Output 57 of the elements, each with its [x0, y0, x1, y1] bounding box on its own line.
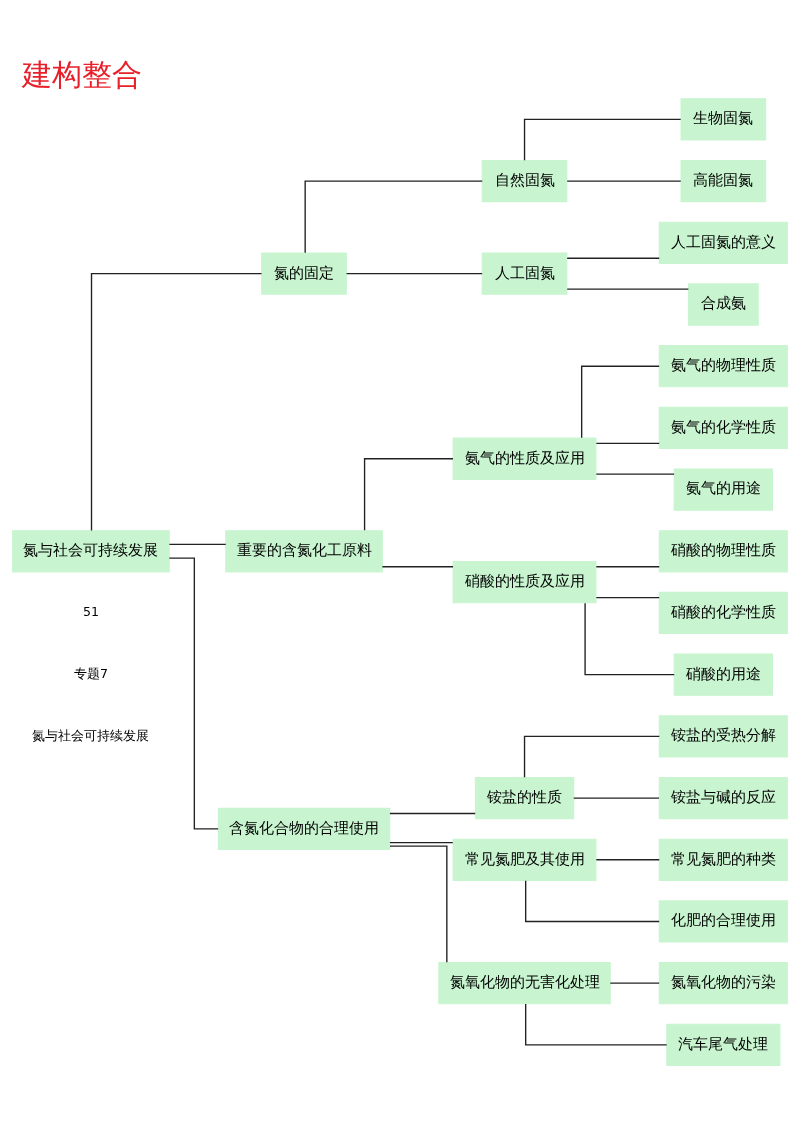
connector [595, 473, 675, 475]
connector [523, 735, 661, 778]
node-box: 高能固氮 [680, 159, 767, 203]
node-box: 氮氧化物的无害化处理 [438, 962, 611, 1005]
connector [345, 272, 483, 275]
node-box: 硝酸的性质及应用 [452, 561, 597, 604]
connector [168, 543, 227, 546]
connector [304, 180, 483, 254]
node-box: 氨气的用途 [673, 468, 774, 511]
connector [595, 442, 660, 444]
connector [580, 365, 660, 439]
node-box: 硝酸的用途 [673, 653, 774, 696]
connector [363, 458, 454, 531]
connector [90, 272, 263, 532]
connector [573, 797, 660, 799]
connector [168, 557, 219, 830]
node-box: 常见氮肥的种类 [658, 838, 788, 881]
node-box: 生物固氮 [680, 98, 767, 141]
node-box: 硝酸的物理性质 [658, 530, 788, 573]
node-box: 氮的固定 [261, 252, 347, 295]
node-box: 氮氧化物的污染 [658, 962, 788, 1005]
label: 氮与社会可持续发展 [32, 727, 150, 743]
node-box: 化肥的合理使用 [658, 900, 788, 943]
connector [389, 845, 448, 964]
connector [381, 566, 454, 568]
connector [525, 1003, 668, 1046]
node-box: 含氮化合物的合理使用 [217, 807, 391, 851]
node-box: 铵盐与碱的反应 [658, 776, 788, 820]
connector [584, 602, 675, 676]
node-box: 人工固氮的意义 [658, 221, 788, 264]
node-box: 氨气的化学性质 [658, 406, 788, 450]
diagram-title: 建构整合 [22, 56, 143, 92]
connector [595, 596, 660, 599]
node-box: 硝酸的化学性质 [658, 591, 788, 635]
node-box: 汽车尾气处理 [666, 1023, 781, 1066]
node-box: 常见氮肥及其使用 [452, 838, 597, 881]
connector [609, 982, 660, 984]
connector [566, 288, 690, 290]
label: 51 [82, 604, 99, 620]
node-box: 重要的含氮化工原料 [225, 530, 383, 573]
label: 专题7 [73, 665, 108, 681]
node-box: 自然固氮 [481, 159, 568, 203]
node-box: 氨气的性质及应用 [452, 437, 597, 480]
connector [523, 118, 682, 161]
connector [595, 859, 660, 861]
node-box: 氮与社会可持续发展 [12, 530, 170, 573]
connector [525, 879, 660, 923]
node-box: 铵盐的受热分解 [658, 715, 788, 758]
connector [566, 257, 660, 259]
node-box: 铵盐的性质 [474, 776, 575, 820]
connector [389, 812, 476, 815]
connector [389, 841, 454, 844]
connector [595, 566, 660, 568]
node-box: 合成氨 [687, 283, 759, 326]
node-box: 氨气的物理性质 [658, 345, 788, 388]
node-box: 人工固氮 [481, 252, 568, 295]
connector [566, 180, 682, 182]
